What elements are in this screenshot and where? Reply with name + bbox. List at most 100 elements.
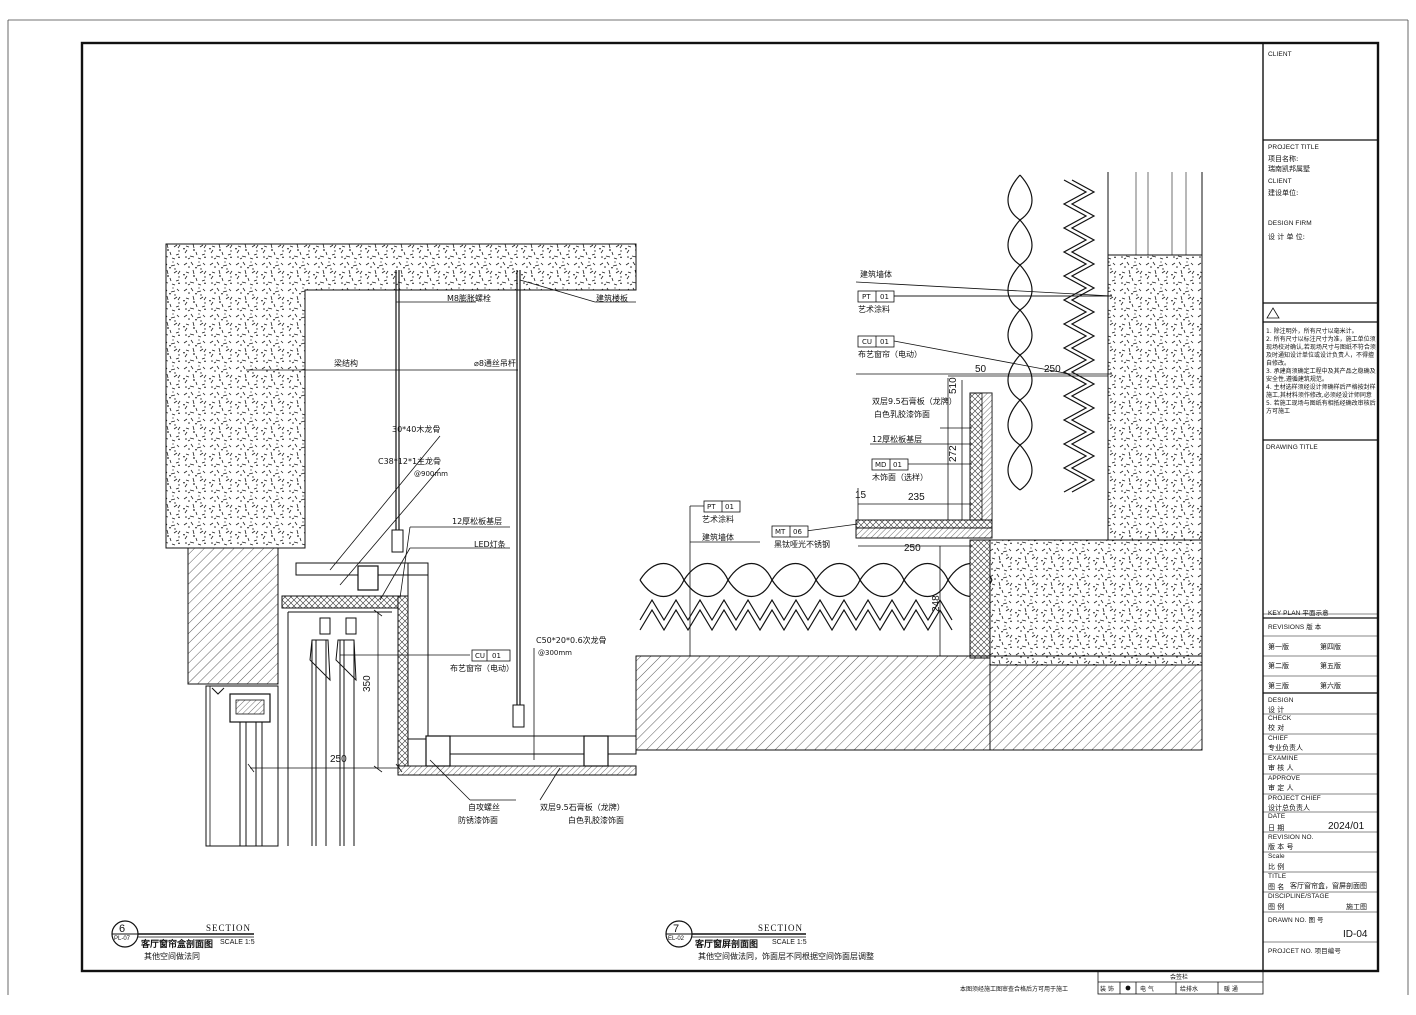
tb-project-title-header: PROJECT TITLE — [1268, 144, 1319, 151]
callout-main-keel-spacing: @900mm — [414, 470, 448, 478]
tb-scale-en: Scale — [1268, 853, 1285, 860]
callout-latex-left: 白色乳胶漆饰面 — [568, 816, 624, 825]
tb-examine-cn: 审 核 人 — [1268, 764, 1294, 772]
tb-revisions: REVISIONS 版 本 — [1268, 624, 1322, 631]
pt2-tag: PT — [707, 503, 716, 511]
tb-scale-cn: 比 例 — [1268, 863, 1285, 871]
section-note-7: 其他空间做法同，饰面层不同根据空间饰面层调整 — [698, 952, 874, 961]
tb-rev-5: 第五版 — [1320, 662, 1341, 670]
tb-check-cn: 校 对 — [1268, 724, 1285, 732]
tb-design-firm-header: DESIGN FIRM — [1268, 220, 1312, 227]
tb-revision-no-cn: 版 本 号 — [1268, 843, 1294, 851]
callout-floor-slab: 建筑楼板 — [596, 294, 628, 303]
tb-project-chief-en: PROJECT CHIEF — [1268, 795, 1321, 802]
pt-tag-right: PT — [862, 293, 871, 301]
callout-curtain-right: 布艺窗帘（电动） — [858, 350, 922, 359]
tb-rev-6: 第六版 — [1320, 682, 1341, 690]
tb-chief-cn: 专业负责人 — [1268, 744, 1303, 752]
tb-drawn-no-value: ID-04 — [1343, 929, 1368, 940]
tb-note-item: 1. 除注明外，所有尺寸以毫米计。 — [1266, 328, 1358, 335]
section-title-6: 客厅窗帘盒剖面图 — [141, 940, 214, 950]
md-num: 01 — [893, 461, 902, 469]
footer-sign-title: 会签栏 — [1170, 974, 1189, 981]
tb-key-plan: KEY PLAN 平面示意 — [1268, 610, 1329, 617]
tb-check-en: CHECK — [1268, 715, 1292, 722]
tb-notes: 1. 除注明外，所有尺寸以毫米计。 2. 所有尺寸以标注尺寸为准，施工单位须现场… — [1266, 328, 1376, 416]
tb-client-header: CLIENT — [1268, 51, 1292, 58]
dim-248: 248 — [931, 595, 942, 612]
callout-gypsum-left: 双层9.5石膏板（龙牌） — [540, 803, 625, 812]
tb-design-firm-cn: 设 计 单 位: — [1268, 233, 1306, 241]
callout-art-paint-2: 艺术涂料 — [702, 515, 734, 524]
section-label-7: SECTION — [758, 923, 803, 933]
callout-beam: 梁结构 — [334, 359, 358, 368]
callout-pine-board: 12厚松板基层 — [452, 517, 503, 526]
pt-num-right: 01 — [880, 293, 889, 301]
callout-gypsum-right: 双层9.5石膏板（龙牌） — [872, 397, 957, 406]
tb-drawn-no-en: DRAWN NO. 图 号 — [1268, 917, 1324, 924]
tb-date-en: DATE — [1268, 813, 1286, 820]
section-note-6: 其他空间做法同 — [144, 952, 200, 961]
dim-15: 15 — [855, 490, 867, 501]
section-title-7: 客厅窗屏剖面图 — [695, 940, 759, 950]
cu-tag-left: CU — [475, 652, 486, 660]
tb-project-no-en: PROJCET NO. 项目编号 — [1268, 948, 1341, 955]
tb-chief-en: CHIEF — [1268, 735, 1288, 742]
callout-led: LED灯条 — [474, 540, 506, 549]
tb-note-item: 4. 主材选样须经设计师确样后严格按封样施工,其材料须作修改,必须经设计师同意 — [1266, 384, 1376, 399]
callout-rod: ⌀8通丝吊杆 — [474, 359, 516, 368]
callout-main-keel: C38*12*1主龙骨 — [378, 457, 442, 466]
md-tag: MD — [875, 461, 887, 469]
dim-235: 235 — [908, 492, 925, 503]
tb-approve-en: APPROVE — [1268, 775, 1301, 782]
footer-cell-electrical: 电 气 — [1140, 986, 1154, 993]
tb-project-name-label: 项目名称: — [1268, 155, 1299, 163]
mt-tag: MT — [775, 528, 786, 536]
cu-num-left: 01 — [492, 652, 501, 660]
section-label-6: SECTION — [206, 923, 251, 933]
mt-num: 06 — [793, 528, 802, 536]
section-number-6: 6 — [119, 923, 126, 935]
callout-curtain-left: 布艺窗帘（电动） — [450, 664, 514, 673]
section-scale-7: SCALE 1:5 — [772, 939, 807, 946]
callout-screw: 自攻螺丝 — [468, 803, 500, 812]
section-ref-7: EL-02 — [668, 936, 685, 942]
section-scale-6: SCALE 1:5 — [220, 939, 255, 946]
callout-art-paint: 艺术涂料 — [858, 305, 890, 314]
tb-project-chief-cn: 设计总负责人 — [1268, 804, 1310, 812]
tb-rev-3: 第三版 — [1268, 682, 1289, 690]
callout-wood-keel: 30*40木龙骨 — [392, 425, 441, 434]
tb-note-item: 5. 若施工现场与图纸有相抵经确改审核后方可施工 — [1266, 400, 1376, 415]
callout-latex-right: 白色乳胶漆饰面 — [874, 410, 930, 419]
section-ref-6: PL-07 — [114, 936, 131, 942]
tb-discipline-value: 施工图 — [1346, 903, 1367, 911]
callout-sub-keel: C50*20*0.6次龙骨 — [536, 636, 607, 645]
callout-steel: 黑钛哑光不锈钢 — [774, 540, 830, 549]
tb-title-value: 客厅窗帘盒，窗屏剖面图 — [1290, 882, 1367, 890]
cu-num-right: 01 — [880, 338, 889, 346]
dim-510: 510 — [948, 377, 959, 394]
tb-discipline-cn: 图 例 — [1268, 903, 1285, 911]
tb-approve-cn: 审 定 人 — [1268, 784, 1294, 792]
tb-design-en: DESIGN — [1268, 697, 1294, 704]
tb-drawing-title-header: DRAWING TITLE — [1266, 444, 1318, 451]
pt2-num: 01 — [725, 503, 734, 511]
tb-title-en: TITLE — [1268, 873, 1287, 880]
tb-project-name: 瑞南凯邦属墅 — [1268, 165, 1310, 173]
tb-rev-1: 第一版 — [1268, 643, 1289, 651]
footer-cell-decoration: 装 饰 — [1100, 986, 1114, 993]
tb-revision-no-en: REVISION NO. — [1268, 834, 1314, 841]
section-number-7: 7 — [673, 923, 680, 935]
tb-date-cn: 日 期 — [1268, 824, 1285, 832]
dim-left-height: 350 — [362, 675, 373, 692]
tb-discipline-en: DISCIPLINE/STAGE — [1268, 893, 1330, 900]
callout-pine-board-right: 12厚松板基层 — [872, 435, 923, 444]
cu-tag-right: CU — [862, 338, 873, 346]
dim-250b: 250 — [904, 543, 921, 554]
tb-note-item: 3. 承建商须确定工程中及其产品之稳确及安全性,遵循建筑规范。 — [1266, 368, 1376, 383]
dim-272: 272 — [948, 445, 959, 462]
tb-note-item: 2. 所有尺寸以标注尺寸为准，施工单位须现场校对确认,若现场尺寸与图纸不符合须及… — [1266, 336, 1376, 367]
footer-cell-hvac: 暖 通 — [1224, 986, 1238, 993]
callout-wall-right-2: 建筑墙体 — [702, 533, 734, 542]
